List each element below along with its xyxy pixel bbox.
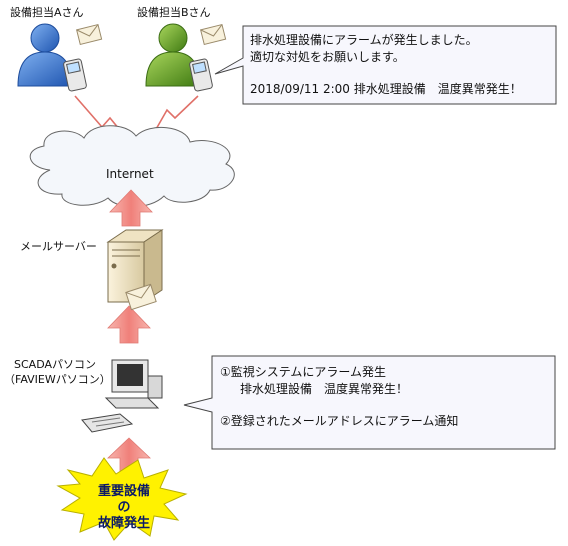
failure-burst [56, 457, 188, 541]
person-a-icon [17, 23, 73, 87]
internet-cloud [29, 125, 235, 208]
process-notice-line1: ①監視システムにアラーム発生 [220, 365, 387, 379]
alarm-notice-callout [214, 25, 557, 105]
process-notice-text: ①監視システムにアラーム発生 排水処理設備 温度異常発生！ ②登録されたメールア… [220, 364, 458, 430]
mobile-phone-icon [189, 58, 213, 92]
server-label: メールサーバー [20, 240, 97, 253]
process-notice-line2: 排水処理設備 温度異常発生！ [240, 382, 409, 396]
process-notice-line3: ②登録されたメールアドレスにアラーム通知 [220, 414, 459, 428]
alarm-notice-line1: 排水処理設備にアラームが発生しました。 [250, 33, 478, 47]
burst-text: 重要設備の 故障発生 [92, 484, 156, 532]
alarm-notice-line2: 適切な対処をお願いします。 [250, 50, 405, 64]
cloud-label: Internet [106, 167, 154, 181]
scada-label-line1: SCADAパソコン [14, 358, 96, 371]
flow-arrow [109, 189, 153, 227]
mail-server-icon [106, 229, 164, 303]
mail-envelope-icon [125, 283, 157, 311]
mail-envelope-icon [76, 23, 103, 46]
mail-envelope-icon [200, 23, 227, 46]
alarm-notice-text: 排水処理設備にアラームが発生しました。 適切な対処をお願いします。 2018/0… [250, 32, 522, 98]
burst-line2: 故障発生 [97, 516, 150, 531]
scada-label-line2: （FAVIEWパソコン） [4, 373, 111, 386]
scada-pc-icon [81, 359, 163, 433]
burst-line1: 重要設備の [97, 484, 150, 515]
mobile-phone-icon [63, 58, 87, 92]
person-a-label: 設備担当Aさん [10, 6, 84, 19]
alarm-notice-line3: 2018/09/11 2:00 排水処理設備 温度異常発生！ [250, 82, 522, 96]
person-b-label: 設備担当Bさん [137, 6, 211, 19]
flow-arrow [107, 305, 151, 344]
process-notice-callout [183, 355, 556, 450]
